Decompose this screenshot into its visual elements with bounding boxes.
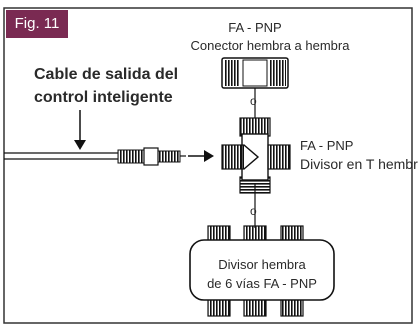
figure-frame xyxy=(3,7,413,324)
cable-label-line1: Cable de salida del xyxy=(34,66,179,83)
connector-label-line2: Conector hembra a hembra xyxy=(190,38,350,53)
figure-tag: Fig. 11 xyxy=(6,10,68,38)
cable-callout-arrowhead xyxy=(74,140,86,150)
splitter-label-line2: de 6 vías FA - PNP xyxy=(207,276,317,291)
six-way-bottom-ports xyxy=(207,295,304,317)
or-label-bottom: o xyxy=(250,204,257,218)
cable-label-line2: control inteligente xyxy=(34,89,173,106)
tee-label-line1: FA - PNP xyxy=(300,138,354,153)
smart-control-cable xyxy=(4,147,186,166)
connector-label-line1: FA - PNP xyxy=(228,20,282,35)
connect-arrowhead xyxy=(204,150,214,162)
tee-label-line2: Divisor en T hembra xyxy=(300,156,418,172)
six-way-splitter-body xyxy=(189,239,335,301)
or-label-top: o xyxy=(250,94,257,108)
t-splitter xyxy=(221,117,291,194)
female-female-connector xyxy=(221,57,289,89)
splitter-label-line1: Divisor hembra xyxy=(218,257,306,272)
